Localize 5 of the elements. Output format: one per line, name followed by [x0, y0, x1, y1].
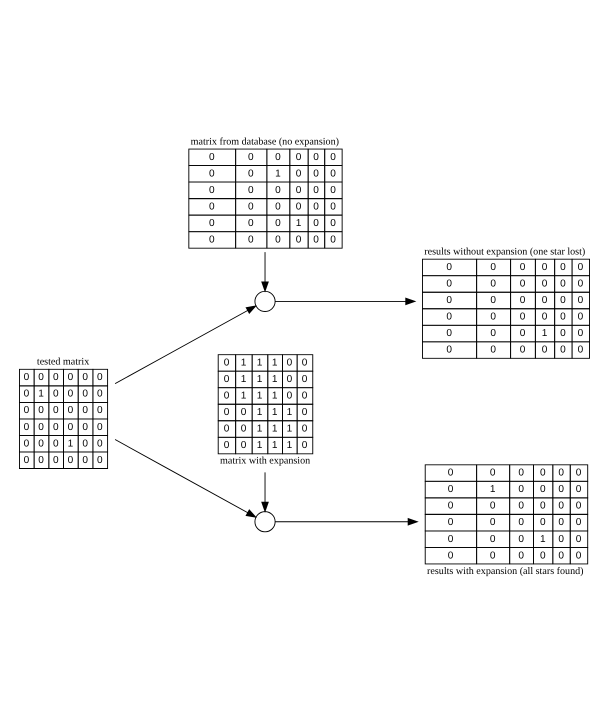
node-label: matrix from database (no expansion)	[190, 136, 339, 148]
node-label: matrix with expansion	[220, 456, 310, 467]
node-label: tested matrix	[36, 356, 90, 368]
node-label: results without expansion (one star lost)	[424, 246, 586, 258]
node-label: results with expansion (all stars found)	[427, 566, 584, 577]
